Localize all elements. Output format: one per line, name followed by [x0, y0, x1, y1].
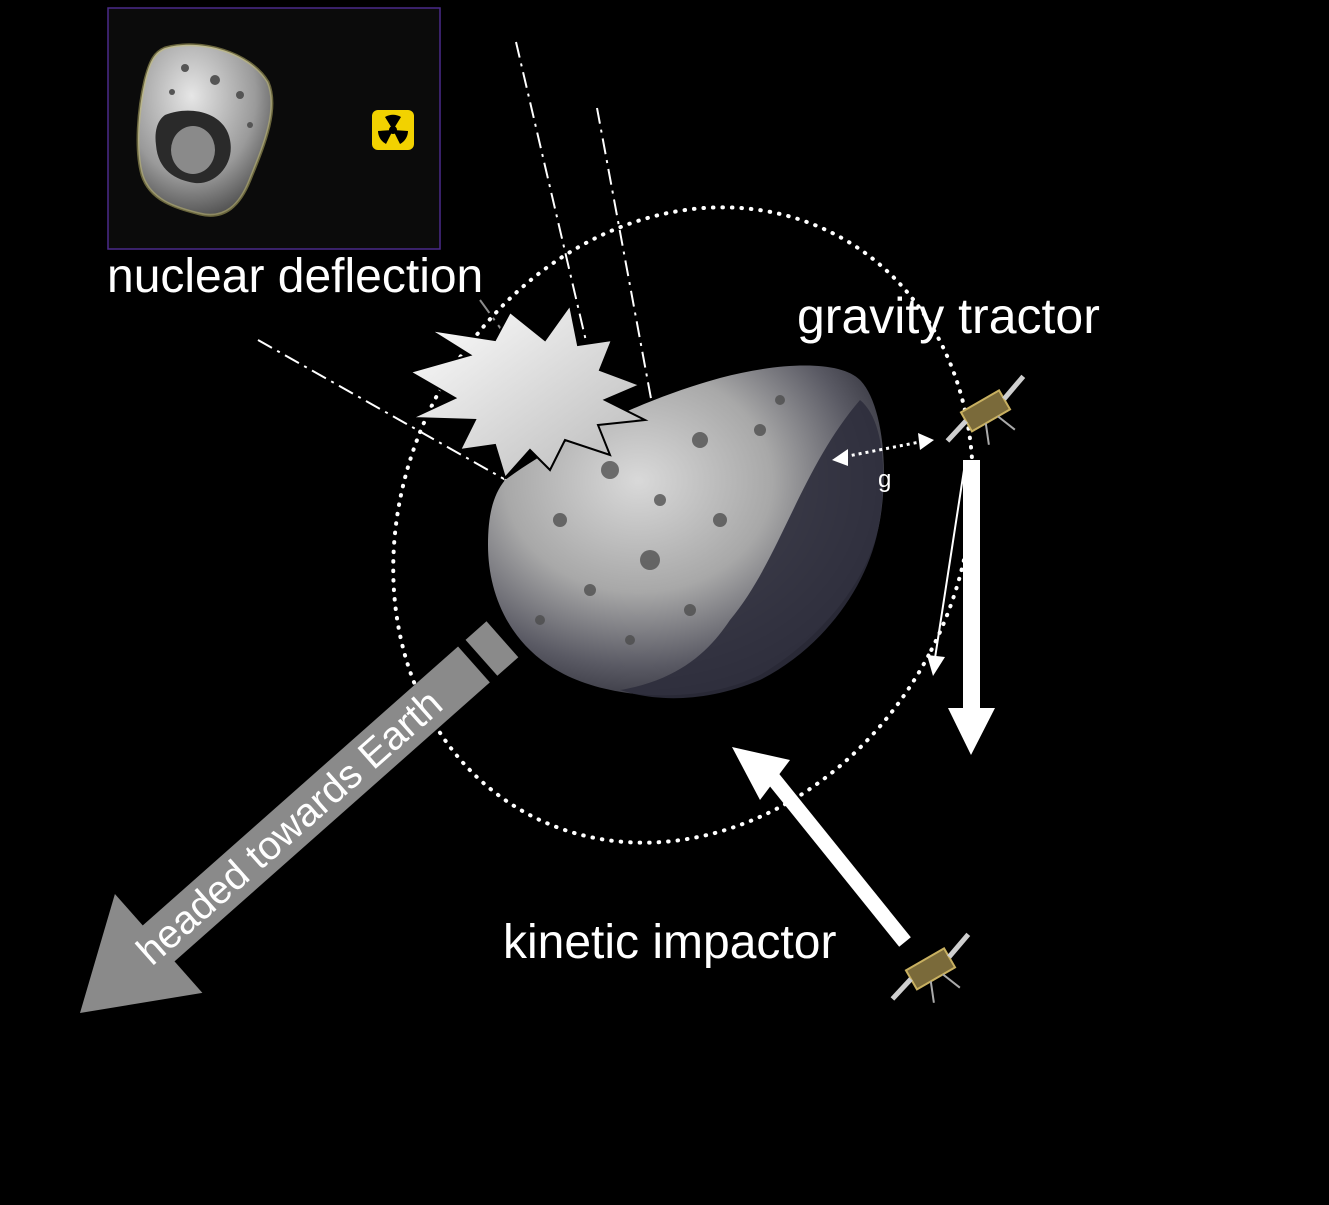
nuclear-deflection-label: nuclear deflection	[107, 250, 483, 303]
nuclear-inset-panel	[108, 8, 440, 249]
gravity-tractor-label: gravity tractor	[797, 288, 1100, 344]
spacecraft-icon	[883, 934, 989, 1019]
earth-label: headed towards Earth	[129, 681, 451, 973]
kinetic-impactor-arrow	[732, 747, 905, 942]
g-label: g	[878, 466, 891, 493]
spacecraft-icon	[938, 376, 1044, 461]
radiation-icon	[372, 110, 414, 150]
earth-direction-arrow: headed towards Earth	[36, 590, 546, 1063]
tractor-force-arrows	[927, 460, 995, 755]
kinetic-impactor-label: kinetic impactor	[503, 916, 836, 969]
explosion-icon	[410, 305, 645, 478]
